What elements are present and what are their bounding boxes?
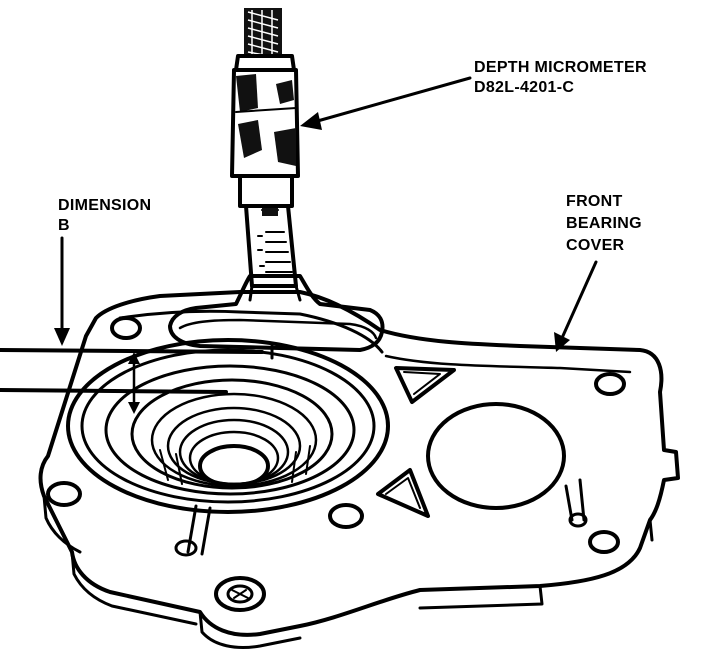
leader-lines xyxy=(300,76,598,352)
bolt-holes xyxy=(46,316,626,612)
cover-label-line1: FRONT xyxy=(566,193,623,210)
micrometer-base xyxy=(168,274,385,360)
center-bore xyxy=(66,338,390,557)
reference-lines xyxy=(0,348,264,394)
triangular-pockets xyxy=(376,366,456,518)
dimension-label-line2: B xyxy=(58,217,70,234)
dimension-b-indicator xyxy=(54,236,140,414)
dimension-label-line1: DIMENSION xyxy=(58,197,151,214)
callouts: DEPTH MICROMETER D82L-4201-C DIMENSION B… xyxy=(58,59,647,254)
cover-label-line2: BEARING xyxy=(566,215,642,232)
micrometer-label-line2: D82L-4201-C xyxy=(474,79,574,96)
micrometer-label-line1: DEPTH MICROMETER xyxy=(474,59,647,76)
front-bearing-cover xyxy=(38,290,680,649)
side-opening xyxy=(426,402,588,528)
depth-micrometer xyxy=(230,8,302,302)
cover-label-line3: COVER xyxy=(566,237,625,254)
